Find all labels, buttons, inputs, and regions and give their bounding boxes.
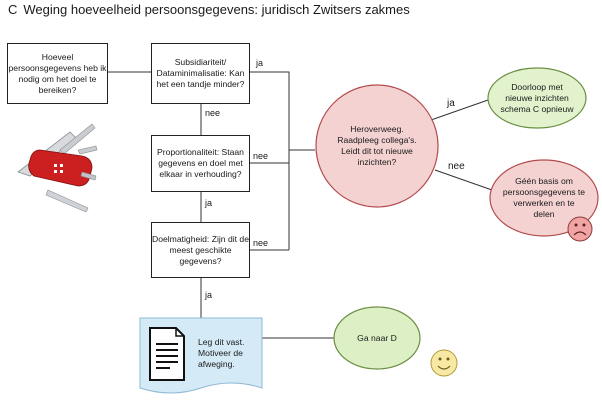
happy-face-icon [430, 349, 458, 377]
doorloop-node: Doorloop met nieuwe inzichten schema C o… [497, 80, 577, 116]
heroverweeg-text: Heroverweeg. Raadpleeg collega's. Leidt … [337, 124, 417, 167]
section-letter: C [8, 2, 18, 17]
sad-face-icon [567, 216, 593, 242]
edge-subsid-right [250, 71, 290, 250]
subsidiariteit-box: Subsidiariteit/ Dataminimalisatie: Kan h… [151, 43, 250, 104]
geen-basis-ellipse [489, 159, 599, 237]
proportionaliteit-text: Proportionaliteit: Staan gegevens en doe… [157, 147, 244, 179]
hoeveel-text: Hoeveel persoonsgegevens heb ik nodig om… [8, 51, 107, 95]
heroverweeg-node: Heroverweeg. Raadpleeg collega's. Leidt … [330, 115, 424, 177]
ga-naar-ellipse [333, 306, 421, 370]
doorloop-text: Doorloop met nieuwe inzichten schema C o… [500, 81, 574, 114]
document-icon [149, 327, 185, 381]
edge-herov-geen [434, 169, 493, 191]
doorloop-ellipse [487, 67, 587, 129]
swiss-army-knife-icon [17, 123, 98, 213]
heroverweeg-circle [315, 84, 439, 208]
label-nee-herov: nee [448, 161, 465, 172]
leg-vast-text: Leg dit vast. Motiveer de afweging. [198, 336, 245, 369]
title-text: Weging hoeveelheid persoonsgegevens: jur… [23, 2, 410, 17]
doelmatigheid-text: Doelmatigheid: Zijn dit de meest geschik… [152, 233, 249, 266]
label-ja-herov: ja [447, 98, 455, 109]
label-ja-proport: ja [205, 198, 213, 208]
edge-herov-doorloop [430, 99, 489, 121]
label-nee-subsid: nee [205, 108, 221, 118]
proportionaliteit-box: Proportionaliteit: Staan gegevens en doe… [151, 135, 250, 192]
connectors [108, 71, 493, 339]
geen-basis-text: Géén basis om persoonsgegevens te verwer… [502, 176, 586, 219]
ga-naar-node: Ga naar D [340, 328, 414, 348]
doelmatigheid-box: Doelmatigheid: Zijn dit de meest geschik… [151, 222, 250, 278]
hoeveel-box: Hoeveel persoonsgegevens heb ik nodig om… [7, 43, 108, 104]
geen-basis-node: Géén basis om persoonsgegevens te verwer… [502, 172, 586, 224]
ga-naar-text: Ga naar D [357, 332, 397, 343]
label-ja-subsid: ja [256, 58, 264, 68]
label-nee-doelm: nee [253, 238, 269, 248]
page-title: C Weging hoeveelheid persoonsgegevens: ju… [8, 2, 416, 17]
label-nee-proport: nee [253, 151, 269, 161]
subsidiariteit-text: Subsidiariteit/ Dataminimalisatie: Kan h… [156, 57, 245, 89]
leg-vast-node: Leg dit vast. Motiveer de afweging. [198, 333, 258, 373]
label-ja-doelm: ja [205, 290, 213, 300]
